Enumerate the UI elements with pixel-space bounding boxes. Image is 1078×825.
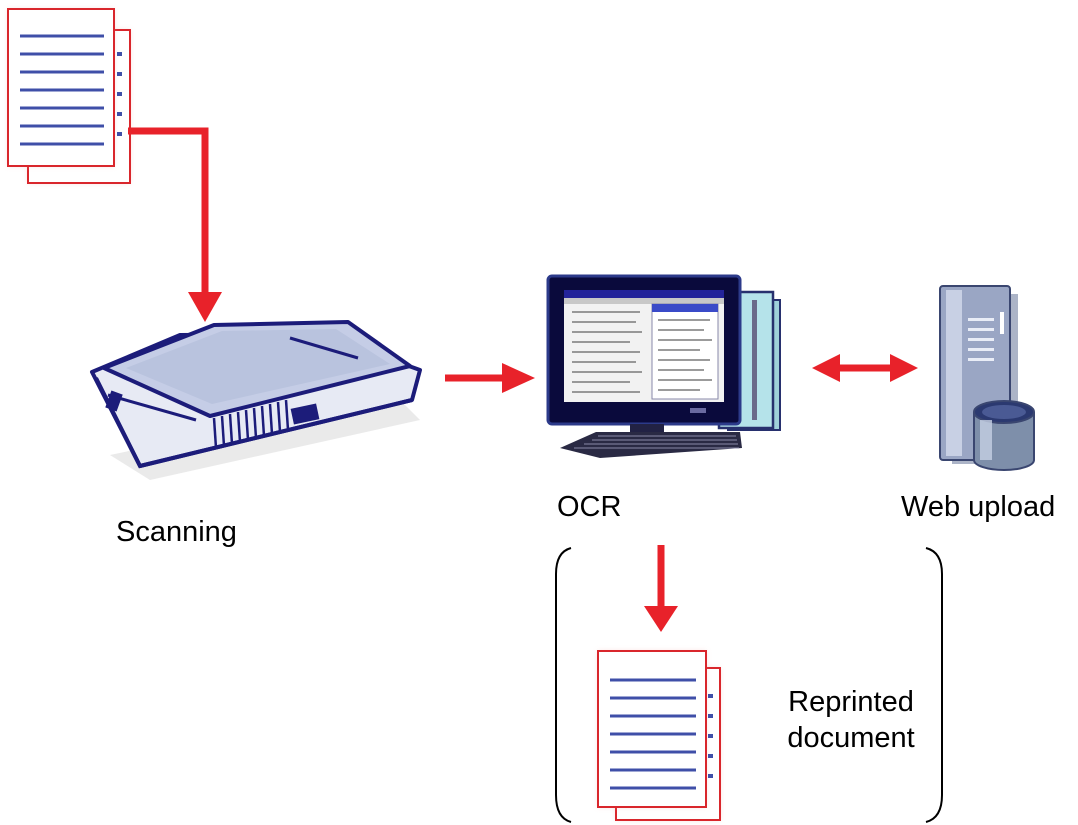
arrow-scanner-to-ocr <box>445 363 535 393</box>
arrow-document-to-scanner <box>128 127 222 322</box>
source-document-icon <box>7 8 131 184</box>
ocr-label: OCR <box>557 491 622 523</box>
arrow-ocr-to-reprint <box>644 545 678 632</box>
arrow-ocr-web-upload <box>812 354 918 382</box>
reprint-bracket <box>555 547 943 823</box>
reprinted-label-line1: Reprinted <box>788 686 914 718</box>
computer-icon <box>546 274 781 458</box>
scanning-label: Scanning <box>116 516 237 548</box>
scanner-icon <box>90 320 422 480</box>
web-upload-label: Web upload <box>901 491 1056 523</box>
output-document-icon <box>597 650 721 821</box>
reprinted-document-label: Reprinted document <box>776 684 926 757</box>
server-icon <box>939 285 1035 471</box>
reprinted-label-line2: document <box>787 722 915 755</box>
